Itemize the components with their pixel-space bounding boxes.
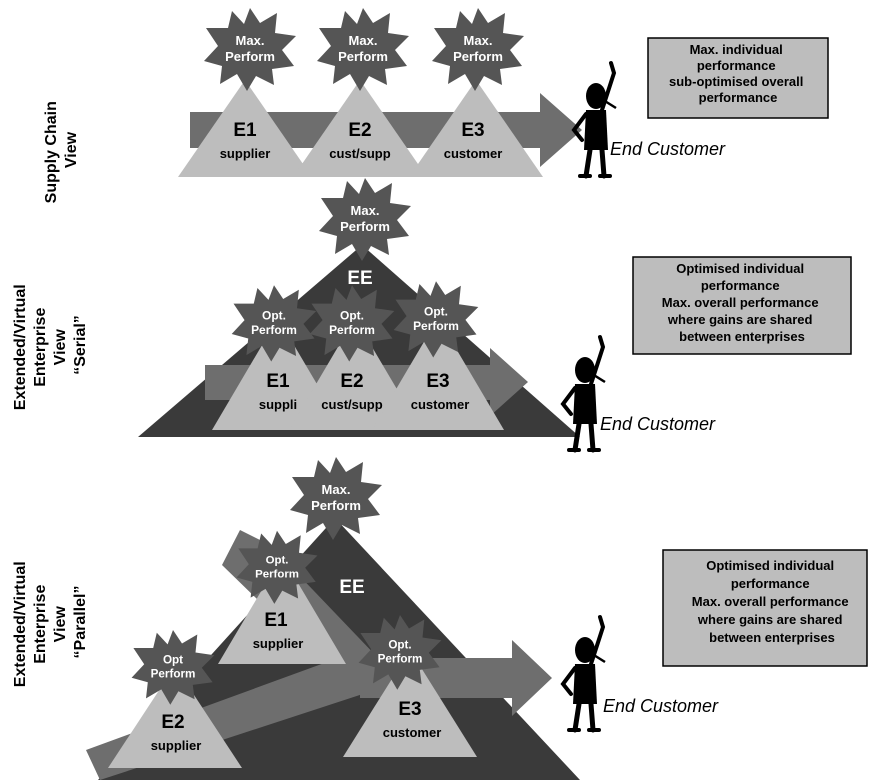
enterprise-id: E1: [233, 120, 257, 141]
section-serial: Extended/Virtual Enterprise View “Serial…: [12, 178, 852, 453]
customer-figure-icon: [560, 615, 606, 733]
svg-text:Perform: Perform: [453, 49, 503, 64]
enterprise-triangle-e1: [218, 556, 346, 664]
opt-perform-star: Opt Perform: [131, 630, 215, 705]
side-label: Extended/Virtual Enterprise View “Serial…: [12, 280, 89, 410]
section-supply-chain: Supply Chain View Max. Perform Max. Perf…: [43, 8, 829, 204]
enterprise-role: customer: [444, 146, 503, 161]
enterprise-triangle-e2: [293, 80, 427, 177]
svg-text:Perform: Perform: [329, 323, 375, 337]
ee-label: EE: [347, 268, 372, 289]
svg-text:Opt.: Opt.: [340, 308, 364, 322]
max-perform-star: Max. Perform: [319, 178, 411, 261]
max-perform-star: Max. Perform: [204, 8, 296, 91]
opt-perform-star: Opt. Perform: [393, 281, 479, 358]
note-box: [647, 37, 829, 119]
ee-label: EE: [339, 577, 364, 598]
enterprise-role: supplier: [151, 738, 202, 753]
enterprise-role: suppli: [259, 397, 297, 412]
svg-text:Max.: Max.: [236, 33, 265, 48]
enterprise-role: customer: [411, 397, 470, 412]
enterprise-triangle-e2: [108, 666, 242, 768]
max-perform-star: Max. Perform: [290, 457, 382, 540]
enterprise-triangle-e2: [289, 318, 421, 430]
note-box: [662, 549, 868, 667]
note-text: Optimised individual performance Max. ov…: [662, 261, 822, 344]
svg-text:Opt: Opt: [163, 653, 183, 666]
svg-text:Opt.: Opt.: [424, 304, 448, 318]
opt-perform-star: Opt. Perform: [236, 530, 318, 604]
section-parallel: Extended/Virtual Enterprise View “Parall…: [12, 457, 868, 780]
enterprise-triangle-e3: [343, 650, 477, 757]
enterprise-role: customer: [383, 725, 442, 740]
enterprise-triangle-e3: [372, 318, 504, 430]
svg-text:Opt.: Opt.: [388, 638, 411, 651]
enterprise-id: E3: [426, 371, 449, 392]
svg-text:Perform: Perform: [340, 219, 390, 234]
note-text: Max. individual performance sub-optimise…: [669, 42, 807, 105]
end-customer-label: End Customer: [603, 696, 719, 716]
enterprise-id: E1: [266, 371, 290, 392]
enterprise-role: supplier: [220, 146, 271, 161]
opt-perform-star: Opt. Perform: [358, 615, 442, 690]
enterprise-role: supplier: [253, 636, 304, 651]
enterprise-id: E3: [461, 120, 484, 141]
note-box: [632, 256, 852, 355]
opt-perform-star: Opt. Perform: [231, 285, 317, 362]
enterprise-role: cust/supp: [329, 146, 390, 161]
svg-text:Opt.: Opt.: [266, 554, 289, 566]
svg-text:Perform: Perform: [255, 568, 299, 580]
enterprise-id: E3: [398, 699, 421, 720]
end-customer-label: End Customer: [600, 414, 716, 434]
svg-text:Max.: Max.: [322, 482, 351, 497]
svg-text:Opt.: Opt.: [262, 308, 286, 322]
svg-text:Perform: Perform: [225, 49, 275, 64]
customer-figure-icon: [571, 61, 617, 179]
svg-text:Perform: Perform: [311, 498, 361, 513]
svg-text:Max.: Max.: [464, 33, 493, 48]
note-text: Optimised individual performance Max. ov…: [692, 558, 852, 645]
enterprise-id: E2: [348, 120, 371, 141]
max-perform-star: Max. Perform: [317, 8, 409, 91]
svg-text:Perform: Perform: [338, 49, 388, 64]
side-label: Extended/Virtual Enterprise View “Parall…: [12, 557, 89, 687]
opt-perform-star: Opt. Perform: [309, 285, 395, 362]
svg-text:Perform: Perform: [151, 668, 196, 681]
max-perform-star: Max. Perform: [432, 8, 524, 91]
svg-text:Perform: Perform: [413, 319, 459, 333]
customer-figure-icon: [560, 335, 606, 453]
enterprise-id: E2: [161, 712, 184, 733]
enterprise-triangle-e3: [409, 80, 543, 177]
svg-text:Perform: Perform: [378, 653, 423, 666]
enterprise-id: E1: [264, 610, 288, 631]
svg-text:Perform: Perform: [251, 323, 297, 337]
enterprise-role: cust/supp: [321, 397, 382, 412]
enterprise-triangle-e1: [178, 80, 312, 177]
svg-text:Max.: Max.: [351, 203, 380, 218]
end-customer-label: End Customer: [610, 139, 726, 159]
enterprise-id: E2: [340, 371, 363, 392]
svg-text:Max.: Max.: [349, 33, 378, 48]
side-label: Supply Chain View: [43, 97, 80, 204]
